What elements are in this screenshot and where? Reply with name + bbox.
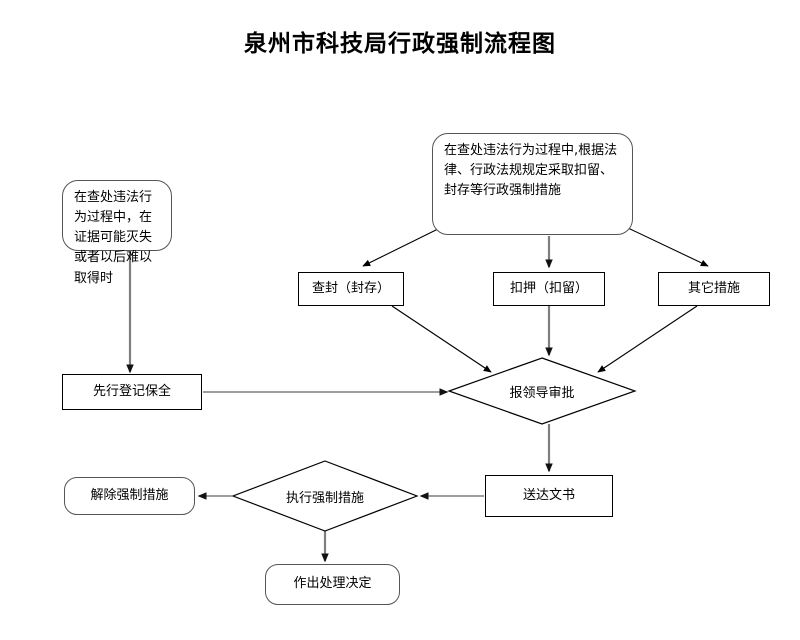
node-advance-registration[interactable]: 先行登记保全 [62, 374, 202, 410]
node-trigger-law-label: 在查处违法行为过程中,根据法律、行政法规规定采取扣留、封存等行政强制措施 [444, 143, 618, 199]
node-measure-seal[interactable]: 查封（封存） [298, 272, 404, 306]
node-make-decision[interactable]: 作出处理决定 [265, 564, 400, 605]
node-deliver-document[interactable]: 送达文书 [485, 475, 613, 517]
node-release-measure[interactable]: 解除强制措施 [64, 477, 195, 515]
node-trigger-evidence[interactable]: 在查处违法行为过程中，在证据可能灭失或者以后难以取得时 [62, 180, 172, 286]
node-measure-seize-label: 扣押（扣留） [509, 280, 588, 296]
node-leader-approval-shape[interactable] [447, 357, 637, 425]
page-title: 泉州市科技局行政强制流程图 [244, 31, 556, 57]
node-measure-other[interactable]: 其它措施 [658, 272, 770, 306]
node-measure-seize[interactable]: 扣押（扣留） [493, 272, 605, 306]
node-execute-measure-shape[interactable] [231, 460, 419, 532]
node-measure-seal-label: 查封（封存） [311, 280, 390, 296]
node-release-measure-label: 解除强制措施 [90, 487, 169, 503]
edge-seal-to-approval [391, 305, 492, 373]
node-deliver-document-label: 送达文书 [522, 487, 575, 503]
node-measure-other-label: 其它措施 [687, 280, 740, 296]
edge-other-to-approval [597, 305, 698, 373]
edge-law-to-other [627, 227, 709, 267]
node-make-decision-label: 作出处理决定 [293, 576, 372, 592]
node-advance-registration-label: 先行登记保全 [92, 383, 171, 399]
node-trigger-law[interactable]: 在查处违法行为过程中,根据法律、行政法规规定采取扣留、封存等行政强制措施 [432, 133, 633, 235]
edge-law-to-seal [362, 227, 441, 267]
node-trigger-evidence-label: 在查处违法行为过程中，在证据可能灭失或者以后难以取得时 [74, 190, 153, 286]
